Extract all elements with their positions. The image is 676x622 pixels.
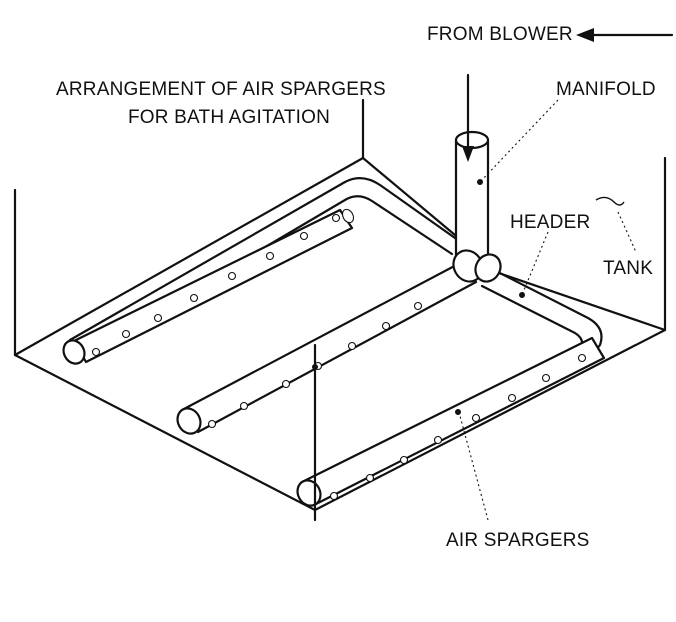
down-arrow [462,73,474,162]
from-blower-label: FROM BLOWER [427,24,573,45]
manifold-label: MANIFOLD [556,79,656,100]
sparger-pipe-middle [176,260,478,435]
blower-arrow [576,28,674,42]
manifold-pipe [452,130,502,283]
title-line-2: FOR BATH AGITATION [128,107,330,128]
sparger-holes [329,353,587,501]
sparger-holes [91,213,341,357]
leader-lines [455,99,637,521]
sparger-pipe-front [296,336,606,507]
title-line-1: ARRANGEMENT OF AIR SPARGERS [56,79,386,100]
header-pipe [68,177,603,360]
sparger-holes [207,301,423,429]
tank-label: TANK [603,258,653,279]
sparger-pipe-back [62,208,355,365]
header-label: HEADER [510,212,590,233]
air-spargers-label: AIR SPARGERS [446,530,590,551]
tank-outline [13,98,667,512]
front-edge-dot [312,364,318,370]
